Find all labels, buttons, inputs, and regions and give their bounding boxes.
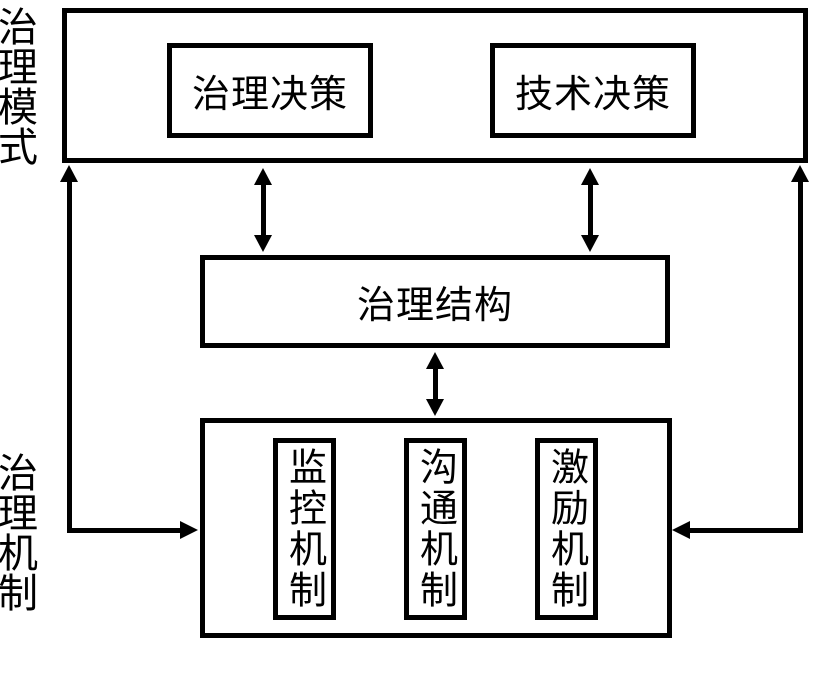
technical-decision-structure-arrow	[579, 168, 601, 252]
governance-mode-row-label: 治理模式	[0, 6, 37, 166]
monitoring-mechanism-label: 监控机制	[282, 447, 327, 611]
governance-decision-label: 治理决策	[191, 72, 348, 116]
governance-structure-box: 治理结构	[200, 255, 670, 348]
arrow-up-icon	[254, 168, 272, 185]
governance-structure-label: 治理结构	[356, 283, 513, 327]
arrow-up-icon	[791, 165, 809, 182]
arrow-up-icon	[426, 352, 444, 369]
governance-mode-container-box: 治理决策 技术决策	[62, 8, 808, 163]
arrow-down-icon	[426, 399, 444, 416]
technical-decision-box: 技术决策	[490, 43, 696, 138]
arrow-up-icon	[60, 165, 78, 182]
governance-mechanism-container-box: 监控机制 沟通机制 激励机制	[200, 418, 672, 638]
arrow-shaft	[798, 179, 803, 531]
incentive-mechanism-box: 激励机制	[535, 438, 598, 620]
governance-decision-box: 治理决策	[167, 43, 373, 138]
arrow-shaft	[67, 528, 181, 533]
arrow-shaft	[67, 179, 72, 531]
arrow-down-icon	[581, 235, 599, 252]
governance-decision-structure-arrow	[252, 168, 274, 252]
technical-decision-label: 技术决策	[514, 72, 671, 116]
communication-mechanism-label: 沟通机制	[413, 447, 458, 611]
arrow-left-icon	[672, 521, 690, 539]
arrow-shaft	[432, 365, 438, 403]
arrow-up-icon	[581, 168, 599, 185]
incentive-mechanism-label: 激励机制	[544, 447, 589, 611]
arrow-shaft	[689, 528, 803, 533]
governance-mechanism-row-label: 治理机制	[0, 452, 37, 612]
communication-mechanism-box: 沟通机制	[404, 438, 467, 620]
structure-mechanism-arrow	[424, 352, 446, 416]
arrow-down-icon	[254, 235, 272, 252]
arrow-shaft	[587, 181, 593, 239]
arrow-right-icon	[180, 521, 198, 539]
monitoring-mechanism-box: 监控机制	[273, 438, 336, 620]
arrow-shaft	[260, 181, 266, 239]
